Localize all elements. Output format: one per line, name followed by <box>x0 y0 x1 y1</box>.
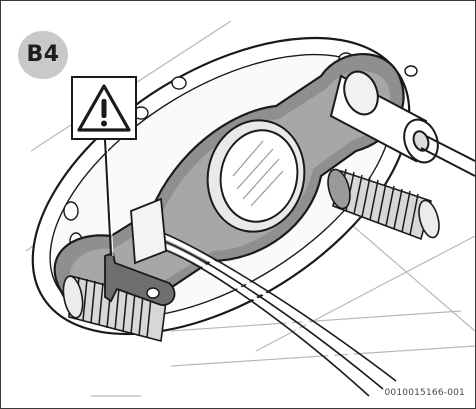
gasket-slot <box>130 197 167 265</box>
document-id: 0010015166-001 <box>384 388 465 398</box>
threaded-bolt-right <box>327 168 440 241</box>
sight-glass <box>206 119 306 233</box>
warning-pointer-line <box>104 139 112 257</box>
warning-box <box>71 76 137 140</box>
step-badge: B4 <box>18 31 68 79</box>
threaded-bolt-left <box>62 274 167 343</box>
sensor-tab <box>104 251 176 306</box>
rear-tube <box>329 70 475 177</box>
warning-triangle-icon <box>77 84 131 132</box>
